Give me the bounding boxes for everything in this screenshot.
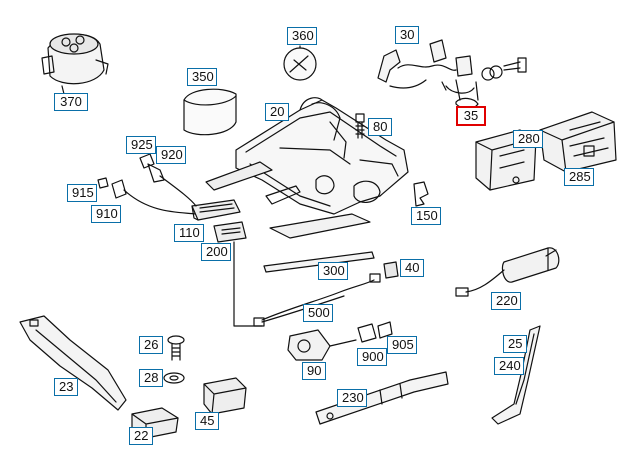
callout-230[interactable]: 230 [337,389,367,407]
callout-45[interactable]: 45 [195,412,219,430]
part-370-drawing [41,33,109,95]
part-35-drawing [445,79,479,110]
callout-90[interactable]: 90 [302,362,326,380]
part-110-drawing [159,175,241,221]
callout-925[interactable]: 925 [126,136,156,154]
callout-35-highlighted[interactable]: 35 [456,106,486,126]
part-900-905-drawing [357,321,393,343]
part-360-drawing [283,45,317,81]
callout-220[interactable]: 220 [491,292,521,310]
part-150-drawing [413,181,429,207]
callout-28[interactable]: 28 [139,369,163,387]
callout-300[interactable]: 300 [318,262,348,280]
callout-200[interactable]: 200 [201,243,231,261]
callout-23[interactable]: 23 [54,378,78,396]
callout-370[interactable]: 370 [54,93,88,111]
part-80-drawing [355,113,365,139]
part-28-drawing [163,372,185,384]
callout-350[interactable]: 350 [187,68,217,86]
part-26-drawing [167,335,185,361]
part-20-drawing [205,97,409,239]
part-925-920-drawing [139,153,165,183]
part-23-drawing [19,315,127,411]
part-90-drawing [287,329,357,361]
callout-920[interactable]: 920 [156,146,186,164]
callout-150[interactable]: 150 [411,207,441,225]
part-230-drawing [315,371,449,425]
callout-22[interactable]: 22 [129,427,153,445]
callout-26[interactable]: 26 [139,336,163,354]
callout-240[interactable]: 240 [494,357,524,375]
part-220-drawing [455,247,560,297]
callout-910[interactable]: 910 [91,205,121,223]
callout-20[interactable]: 20 [265,103,289,121]
callout-80[interactable]: 80 [368,118,392,136]
part-915-910-drawing [97,177,197,215]
callout-40[interactable]: 40 [400,259,424,277]
callout-280[interactable]: 280 [513,130,543,148]
part-350-drawing [183,88,237,136]
part-45-drawing [203,377,247,415]
part-200-drawing [213,221,263,327]
callout-285[interactable]: 285 [564,168,594,186]
callout-110[interactable]: 110 [174,224,204,242]
part-25-240-drawing [491,325,541,425]
callout-900[interactable]: 900 [357,348,387,366]
callout-500[interactable]: 500 [303,304,333,322]
callout-905[interactable]: 905 [387,336,417,354]
callout-915[interactable]: 915 [67,184,97,202]
callout-360[interactable]: 360 [287,27,317,45]
part-285-drawing [539,111,617,173]
callout-30[interactable]: 30 [395,26,419,44]
part-40-drawing [383,261,399,279]
callout-25[interactable]: 25 [503,335,527,353]
part-30-drawing [377,39,527,91]
